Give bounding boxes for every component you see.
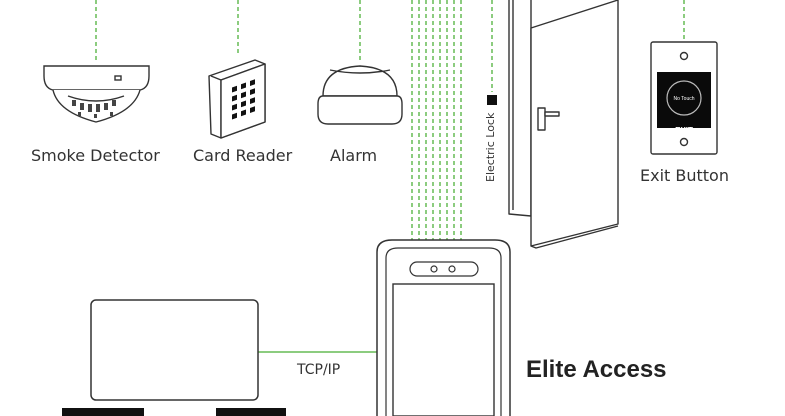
terminal-screen [392,283,495,416]
device-bundle-wires [411,0,462,240]
camera-lens-icon [430,265,438,273]
alarm-icon [317,65,403,125]
computer-monitor-icon [62,299,286,416]
elite-access-terminal [376,239,511,416]
exit-button-icon: No Touch EXIT [650,41,718,155]
electric-lock-label: Electric Lock [484,112,497,182]
exit-face-top-text: No Touch [673,96,694,102]
camera-bar [409,261,479,277]
connection-lines [95,0,685,240]
product-name-label: Elite Access [526,356,667,383]
card-reader-icon [208,59,266,139]
door-icon [508,0,619,249]
smoke-detector-label: Smoke Detector [31,146,160,165]
tcp-ip-label: TCP/IP [297,362,341,378]
door-handle-icon [537,107,546,131]
card-reader-label: Card Reader [193,146,293,165]
exit-face-bottom-text: EXIT [675,126,693,135]
alarm-label: Alarm [330,146,378,165]
smoke-detector-icon [43,65,150,123]
exit-button-label: Exit Button [640,166,729,185]
camera-lens-icon [448,265,456,273]
electric-lock-icon [487,95,497,105]
